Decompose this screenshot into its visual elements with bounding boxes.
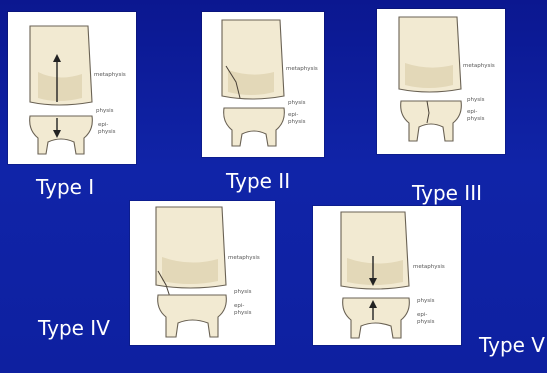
label-physis: physis [96,108,114,114]
label-epi: epi- [234,303,244,309]
figure-type-5: metaphysis physis epi- physis [313,206,461,345]
caption-type-4: Type IV [38,317,110,339]
label-metaphysis: metaphysis [94,72,126,78]
label-epi: epi- [467,109,477,115]
caption-type-3: Type III [412,182,482,204]
label-epiphysis: physis [98,129,116,135]
caption-type-1: Type I [36,176,94,198]
caption-type-5: Type V [479,334,545,356]
type-3-illustration: metaphysis physis epi- physis [377,9,505,154]
label-metaphysis: metaphysis [286,66,318,72]
label-metaphysis: metaphysis [413,264,445,270]
type-5-illustration: metaphysis physis epi- physis [313,206,461,345]
label-epiphysis: physis [288,119,306,125]
figure-type-2: metaphysis physis epi- physis [202,12,324,157]
label-epi: epi- [417,312,427,318]
label-metaphysis: metaphysis [463,63,495,69]
label-physis: physis [288,100,306,106]
type-1-illustration: metaphysis physis epi- physis [8,12,136,164]
type-2-illustration: metaphysis physis epi- physis [202,12,324,157]
caption-type-2: Type II [226,170,290,192]
figure-type-4: metaphysis physis epi- physis [130,201,275,345]
figure-type-1: metaphysis physis epi- physis [8,12,136,164]
label-epiphysis: physis [417,319,435,325]
type-4-illustration: metaphysis physis epi- physis [130,201,275,345]
label-epi: epi- [288,112,298,118]
label-epi: epi- [98,122,108,128]
label-epiphysis: physis [234,310,252,316]
label-epiphysis: physis [467,116,485,122]
figure-type-3: metaphysis physis epi- physis [377,9,505,154]
label-physis: physis [234,289,252,295]
label-metaphysis: metaphysis [228,255,260,261]
label-physis: physis [417,298,435,304]
label-physis: physis [467,97,485,103]
